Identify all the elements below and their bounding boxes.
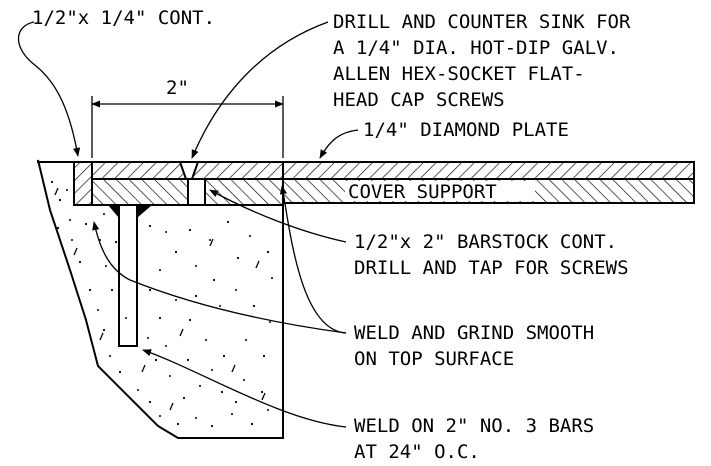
barstock xyxy=(91,178,284,206)
cover-support-label: COVER SUPPORT xyxy=(348,181,497,203)
label-barstock: 1/2"x 2" BARSTOCK CONT. DRILL AND TAP FO… xyxy=(354,231,629,279)
svg-text:HEAD CAP SCREWS: HEAD CAP SCREWS xyxy=(333,89,505,111)
dimension-2in: 2" xyxy=(91,77,284,158)
svg-text:WELD AND GRIND SMOOTH: WELD AND GRIND SMOOTH xyxy=(354,322,594,344)
countersink-screw xyxy=(178,161,200,180)
svg-text:ALLEN HEX-SOCKET FLAT-: ALLEN HEX-SOCKET FLAT- xyxy=(333,63,585,85)
svg-text:1/2"x 2" BARSTOCK CONT.: 1/2"x 2" BARSTOCK CONT. xyxy=(354,231,617,253)
label-diamond-plate: 1/4" DIAMOND PLATE xyxy=(363,119,569,141)
label-drill-countersink: DRILL AND COUNTER SINK FOR A 1/4" DIA. H… xyxy=(333,11,631,111)
dimension-label: 2" xyxy=(166,77,189,99)
cont-edge-bar xyxy=(73,161,93,206)
concrete-stipple xyxy=(50,180,273,428)
label-weld-bars: WELD ON 2" NO. 3 BARS AT 24" O.C. xyxy=(354,415,594,463)
svg-text:ON TOP SURFACE: ON TOP SURFACE xyxy=(354,348,514,370)
svg-text:AT 24" O.C.: AT 24" O.C. xyxy=(354,441,480,463)
label-weld-grind: WELD AND GRIND SMOOTH ON TOP SURFACE xyxy=(354,322,594,370)
svg-text:DRILL AND COUNTER SINK FOR: DRILL AND COUNTER SINK FOR xyxy=(333,11,631,33)
label-cont-bar: 1/2"x 1/4" CONT. xyxy=(32,7,215,29)
svg-text:WELD ON 2" NO. 3 BARS: WELD ON 2" NO. 3 BARS xyxy=(354,415,594,437)
svg-text:A 1/4" DIA. HOT-DIP GALV.: A 1/4" DIA. HOT-DIP GALV. xyxy=(333,37,619,59)
concrete-section xyxy=(37,159,284,439)
weld-fillet xyxy=(108,205,152,218)
svg-text:DRILL AND TAP FOR SCREWS: DRILL AND TAP FOR SCREWS xyxy=(354,257,629,279)
